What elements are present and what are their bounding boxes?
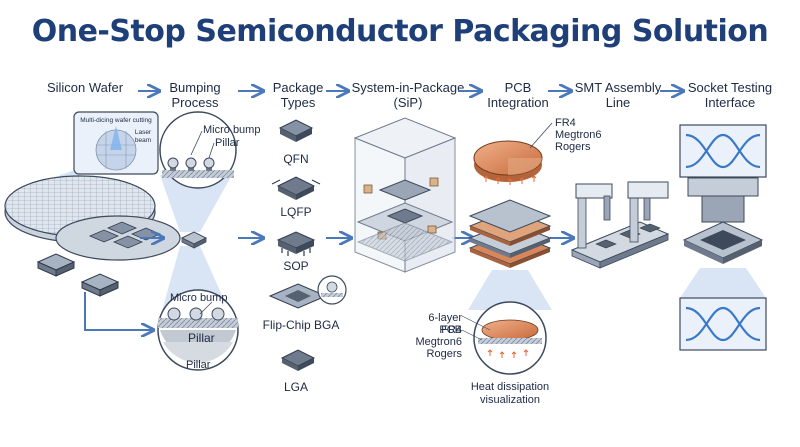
bump-bottom-detail: [158, 307, 238, 363]
laser-line-2: beam: [135, 137, 151, 144]
page-title: One-Stop Semiconductor Packaging Solutio…: [31, 14, 769, 49]
die-chip-small: [180, 231, 208, 249]
stage-smt-assembly: SMT Assembly Line: [574, 80, 662, 110]
sip-illustration: [353, 117, 457, 273]
bump-top-circle: [159, 111, 237, 189]
stage-silicon-wafer: Silicon Wafer: [46, 80, 124, 95]
pcb-bottom-fr4: FR4: [441, 324, 462, 336]
pcb-top-material-rogers: Rogers: [555, 141, 591, 153]
pcb-top-material-fr4: FR4: [555, 117, 576, 129]
wafer-callout-title: Multi-dicing wafer cutting: [80, 117, 152, 124]
package-lga-icon: [280, 349, 316, 371]
pcb-top-material-megtron6: Megtron6: [555, 129, 602, 141]
package-lqfp-label: LQFP: [280, 205, 312, 219]
bumping-process-illustration: [157, 111, 239, 371]
stage-socket-testing: Socket Testing Interface: [687, 80, 773, 110]
laser-line-1: Laser: [135, 129, 152, 136]
pcb-stack-illustration: [468, 199, 552, 268]
stage-pcb-integration: PCB Integration: [487, 80, 549, 110]
eye-diagram-bottom: [685, 306, 761, 342]
stage-bumping-process: Bumping Process: [169, 80, 221, 110]
pcb-bottom-6-layer: 6-layer PCB: [428, 312, 462, 336]
bump-bottom-pillar-label: Pillar: [188, 331, 215, 345]
bump-bottom-micro-bump-label: Micro bump: [170, 292, 228, 304]
pcb-top-illustration: [473, 122, 553, 185]
heat-dissipation-label: Heat dissipation visualization: [470, 381, 550, 406]
heat-dissipation-circle: [461, 301, 547, 375]
pcb-bottom-rogers: Rogers: [426, 348, 462, 360]
pcb-bottom-megtron6: Megtron6: [415, 336, 462, 348]
package-fcbga-label: Flip-Chip BGA: [262, 318, 340, 332]
socket-testing-illustration: [679, 124, 767, 351]
bump-pillar-below-label: Pillar: [186, 359, 211, 371]
bump-top-micro-bump-label: Micro bump: [203, 124, 261, 136]
smt-assembly-illustration: [570, 181, 670, 269]
package-qfn-label: QFN: [283, 152, 309, 166]
package-sop-label: SOP: [283, 259, 309, 273]
bump-top-detail: [162, 130, 234, 178]
package-lqfp-icon: [271, 176, 321, 200]
package-fcbga-icon: [268, 275, 347, 309]
package-lga-label: LGA: [283, 380, 308, 394]
wafer-to-bump-arrow: [84, 292, 152, 330]
bump-top-pillar-label: Pillar: [215, 137, 240, 149]
eye-diagram-top: [685, 133, 761, 169]
package-qfn-icon: [278, 119, 314, 142]
stage-sip: System-in-Package (SiP): [351, 80, 465, 110]
package-sop-icon: [276, 231, 316, 256]
stage-package-types: Package Types: [272, 80, 324, 110]
